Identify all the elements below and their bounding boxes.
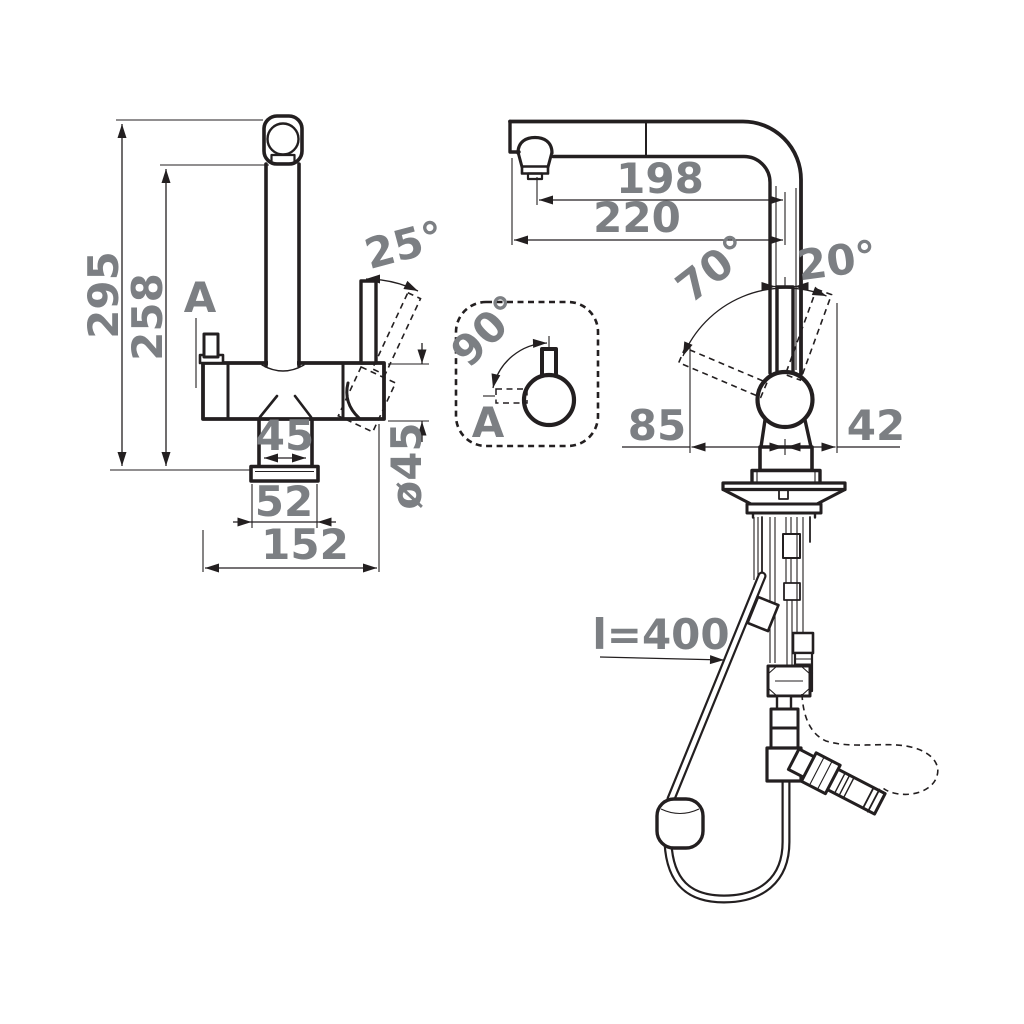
spray-aerator-nub [526,172,544,181]
outlet-threads [834,773,855,798]
flange-ring [745,502,823,515]
handle-ghost-horizontal [495,388,528,404]
section-label-a: A [184,273,217,322]
tilted-cap-ghost [337,365,397,433]
outlet-hex-nut [799,751,842,796]
angle-arc-90 [491,338,548,389]
dim-overall-width: 152 [261,520,349,569]
supply-tube-left [769,517,776,663]
counterweight-seam [660,808,700,815]
spray-head-sides [516,150,554,169]
dim-body-diameter: ø45 [382,422,431,509]
dim-base-width: 52 [255,477,313,526]
joint-mask [268,358,297,367]
hex-nut-facets [808,756,833,790]
spout-outer [508,119,803,376]
flange-slopes [721,488,847,506]
dim-forward-offset: 42 [847,401,905,450]
taper-lines [258,394,313,419]
ext-line [388,363,429,422]
outlet-end [862,786,881,813]
dim-handle-angle: 25° [360,211,449,279]
dim-spout-height: 258 [123,273,172,361]
hose-clip [746,595,780,633]
valve-body [769,726,800,750]
check-valve-facets [767,665,811,697]
mounting-stud [753,517,759,580]
dim-spout-reach: 198 [616,154,704,203]
mounting-base [249,464,320,483]
cap-curve [345,381,361,420]
dim-spout-overall-reach: 220 [593,193,681,242]
dim-back-offset: 85 [628,401,686,450]
shoulder-curve [261,364,305,372]
pullout-hose-core [668,573,765,802]
outlet-tube [257,417,314,468]
left-handle [202,332,220,359]
hose-counterweight [655,797,705,850]
valve-collar [769,707,800,730]
supply-tube-mid [785,517,792,534]
dim-total-height: 295 [79,251,128,339]
side-view: 198 220 70° 20° 85 42 l=400 [508,119,939,904]
ring-lips [751,511,817,519]
detail-section-label: A [472,398,505,447]
dim-outlet-width: 45 [256,411,314,460]
angle-arc-25 [365,274,419,292]
tube-connector [783,582,801,601]
aerator [270,153,296,165]
body-seams [226,362,345,420]
ball-joint [755,369,815,430]
ext-line [511,158,786,245]
dim-handle-forward-angle: 20° [794,231,879,291]
handle-ghost-back [677,346,769,399]
hose-ghost-loop [801,693,939,796]
tilted-handle-ghost [371,291,422,376]
ext-line [689,303,838,453]
right-handle [359,279,378,365]
ext-line [202,424,380,572]
detail-boundary [454,300,600,448]
valve-neck [775,694,793,711]
body-cylinder [758,445,814,473]
dim-hose-length: l=400 [592,610,729,659]
side-handle [775,285,795,379]
hose-loop-core [665,777,789,902]
faucet-column [264,162,301,368]
angled-outlet [786,747,887,816]
front-view: 295 258 A 25° ø45 4 [79,114,449,573]
spout-inner [551,154,772,375]
handle-top-view-knob [521,372,577,428]
spray-head-dome [516,135,554,155]
collar-lines [756,470,816,483]
flange-notch [778,488,789,500]
hose-length-leader [599,655,725,665]
supply-tube-right [796,517,804,633]
ext-line [251,484,318,528]
hose-connector [791,631,815,655]
flange-plate [721,481,847,492]
detail-view-a: 90° A [441,285,600,448]
supply-tube-mid [785,558,792,583]
